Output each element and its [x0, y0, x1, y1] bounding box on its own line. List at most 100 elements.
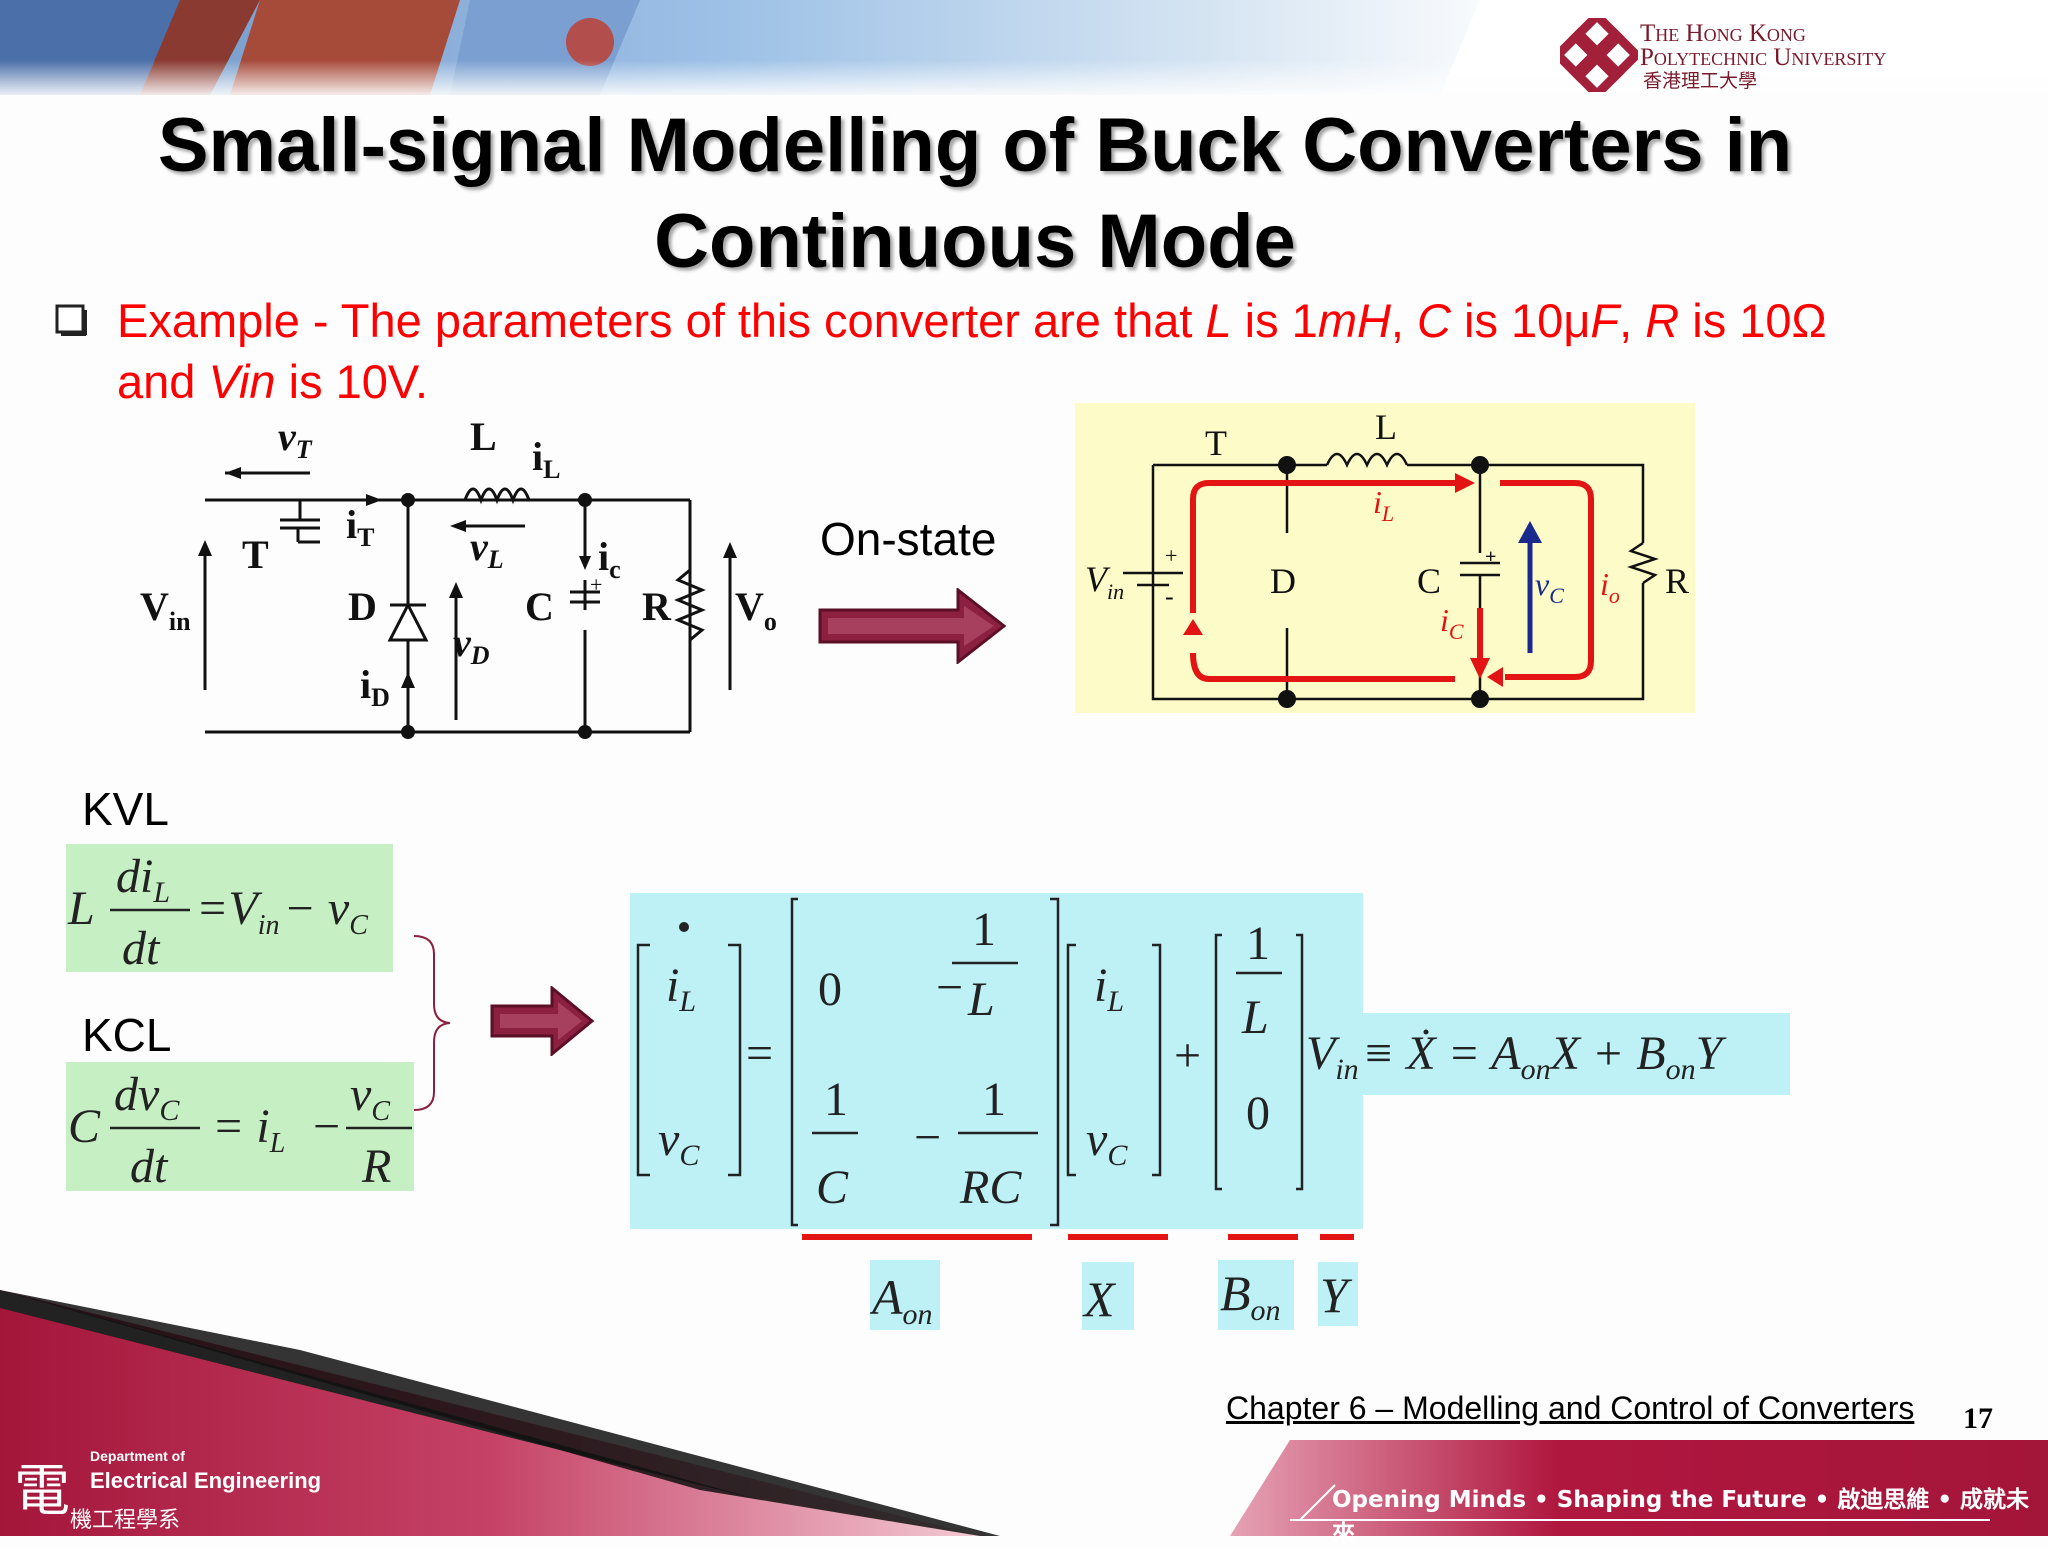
- state-space-equation: iL vC = 0 − 1 L 1 C − 1 RC iL vC + 1 L 0…: [636, 897, 1727, 1227]
- svg-text:iL: iL: [1094, 959, 1124, 1018]
- title-line1: Small-signal Modelling of Buck Converter…: [157, 103, 1793, 188]
- page-number: 17: [1963, 1402, 1993, 1435]
- svg-text:dvC: dvC: [114, 1068, 180, 1127]
- svg-text:C: C: [68, 1100, 101, 1153]
- kcl-equation: C dvC dt = iL − vC R: [66, 1062, 414, 1191]
- svg-text:Y: Y: [1320, 1267, 1353, 1323]
- department-logo-glyph: 電: [14, 1459, 70, 1524]
- kvl-label: KVL: [82, 783, 169, 835]
- svg-text:−: −: [914, 1111, 941, 1164]
- svg-text:L: L: [1241, 991, 1269, 1044]
- banner-photo: [0, 0, 2048, 95]
- svg-text:R: R: [361, 1140, 391, 1191]
- label-y: Y: [1318, 1262, 1358, 1326]
- svg-text:= iL: = iL: [212, 1100, 285, 1159]
- state-space-compact-box: [1363, 1013, 1790, 1095]
- example-bullet: Example - The parameters of this convert…: [55, 290, 1875, 412]
- svg-text:Aon: Aon: [870, 1269, 933, 1330]
- svg-text:iL: iL: [666, 959, 696, 1018]
- svg-text:0: 0: [818, 963, 842, 1016]
- svg-text:diL: diL: [116, 850, 170, 909]
- svg-text:D: D: [348, 584, 377, 629]
- svg-text:ic: ic: [598, 534, 621, 584]
- label-bon: Bon: [1218, 1260, 1294, 1330]
- department-name: Electrical Engineering: [90, 1468, 322, 1493]
- svg-text:−: −: [936, 961, 963, 1014]
- checkbox-bullet-icon: [55, 304, 87, 336]
- university-name-line1: The Hong Kong: [1640, 20, 1806, 47]
- svg-text:1: 1: [824, 1073, 848, 1126]
- svg-text:vC: vC: [1535, 566, 1564, 608]
- svg-text:1: 1: [1246, 917, 1270, 970]
- svg-text:1: 1: [972, 903, 996, 956]
- svg-text:=: =: [746, 1027, 773, 1080]
- svg-text:L: L: [67, 882, 95, 935]
- svg-text:vT: vT: [278, 420, 313, 464]
- label-aon: Aon: [870, 1260, 940, 1330]
- svg-text:iL: iL: [1373, 484, 1394, 526]
- svg-text:Bon: Bon: [1220, 1265, 1281, 1327]
- svg-text:−: −: [310, 1100, 342, 1153]
- svg-text:dt: dt: [122, 922, 161, 972]
- university-name-line2: Polytechnic University: [1640, 44, 1887, 71]
- buck-converter-schematic: vT L iL iT vL ic T Vin D C R Vo vD iD +: [140, 420, 777, 739]
- svg-text:+: +: [1174, 1029, 1201, 1082]
- svg-text:vC: vC: [658, 1113, 700, 1172]
- svg-text:vC: vC: [1086, 1113, 1128, 1172]
- svg-text:R: R: [1665, 561, 1689, 601]
- svg-text:R: R: [642, 584, 672, 629]
- underline-markers: [802, 1234, 1354, 1240]
- label-x: X: [1082, 1262, 1134, 1330]
- svg-text:+: +: [590, 572, 602, 597]
- svg-text:Vin: Vin: [1306, 1027, 1359, 1086]
- department-label-small: Department of: [90, 1448, 185, 1464]
- svg-text:C: C: [1417, 561, 1441, 601]
- svg-text:dt: dt: [130, 1140, 169, 1191]
- svg-text:iL: iL: [532, 434, 560, 484]
- svg-text:iD: iD: [360, 662, 390, 712]
- on-state-circuit: T L Vin D C R + - + iL iC io vC: [1075, 403, 1695, 713]
- university-name-chinese: 香港理工大學: [1643, 70, 1758, 92]
- svg-text:L: L: [967, 973, 995, 1026]
- svg-text:L: L: [470, 420, 497, 459]
- svg-text:T: T: [1205, 423, 1227, 463]
- svg-text:C: C: [525, 584, 554, 629]
- example-text: Example - The parameters of this convert…: [117, 294, 1827, 408]
- svg-text:C: C: [816, 1161, 849, 1214]
- department-name-chinese: 機工程學系: [70, 1508, 181, 1533]
- svg-text:T: T: [242, 532, 269, 577]
- right-arrow-icon-2: [490, 986, 595, 1056]
- svg-text:Vin: Vin: [1085, 559, 1124, 604]
- svg-text:+: +: [1485, 546, 1496, 568]
- svg-text:0: 0: [1246, 1087, 1270, 1140]
- brace-icon: [413, 935, 451, 1111]
- svg-text:-: -: [1165, 582, 1174, 611]
- svg-text:D: D: [1270, 561, 1296, 601]
- footer-slogan: Opening Minds • Shaping the Future • 啟迪思…: [1332, 1487, 2030, 1547]
- right-arrow-icon: [818, 588, 1007, 664]
- svg-text:1: 1: [982, 1073, 1006, 1126]
- svg-text:L: L: [1375, 407, 1397, 447]
- svg-text:vD: vD: [453, 620, 490, 670]
- svg-text:vL: vL: [470, 524, 504, 574]
- svg-text:io: io: [1600, 566, 1620, 608]
- slide-title: Small-signal Modelling of Buck Converter…: [60, 98, 1890, 290]
- svg-text:iC: iC: [1440, 602, 1464, 644]
- svg-text:Vin: Vin: [140, 584, 191, 636]
- polyu-logo-icon: [1560, 18, 1638, 92]
- svg-text:vC: vC: [350, 1068, 390, 1127]
- svg-text:+: +: [1165, 543, 1177, 568]
- chapter-footer: Chapter 6 – Modelling and Control of Con…: [1226, 1390, 1915, 1426]
- svg-text:X: X: [1082, 1271, 1117, 1327]
- svg-text:Vo: Vo: [735, 584, 777, 636]
- svg-text:iT: iT: [346, 502, 374, 552]
- footer-decoration: [0, 1290, 2048, 1536]
- kvl-equation: L diL dt =Vin− vC: [66, 844, 393, 972]
- svg-text:≡ Ẋ = AonX + BonY: ≡ Ẋ = AonX + BonY: [1362, 1027, 1727, 1086]
- on-state-label: On-state: [820, 513, 997, 565]
- svg-text:=Vin− vC: =Vin− vC: [196, 882, 368, 941]
- svg-text:RC: RC: [959, 1161, 1022, 1214]
- title-line2: Continuous Mode: [654, 199, 1296, 284]
- header-banner: [0, 0, 2048, 95]
- state-space-matrix-box: [630, 893, 1363, 1229]
